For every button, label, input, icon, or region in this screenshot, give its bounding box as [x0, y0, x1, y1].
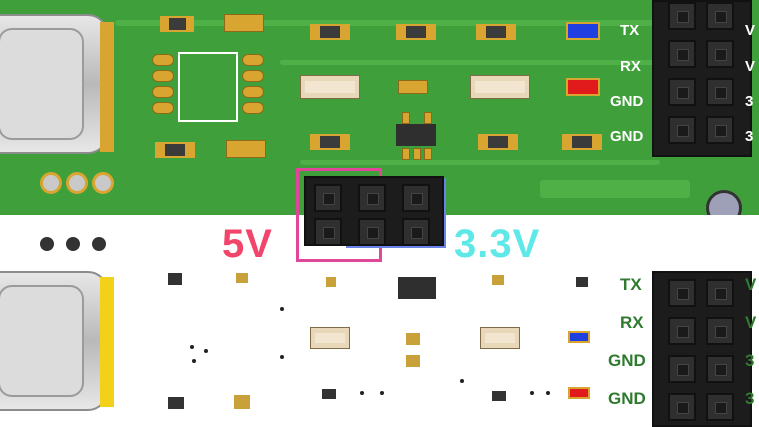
led-red	[566, 78, 600, 96]
resistor	[562, 134, 602, 150]
hole	[92, 237, 106, 251]
pad	[242, 70, 264, 82]
component	[234, 395, 250, 409]
capacitor	[310, 327, 350, 349]
component	[236, 273, 248, 283]
led-blue	[566, 22, 600, 40]
pin-label-gnd: GND	[610, 128, 644, 145]
jumper-header[interactable]	[304, 176, 444, 246]
component	[168, 397, 184, 409]
trace	[300, 160, 660, 165]
label-5v: 5V	[222, 222, 273, 266]
pad	[398, 80, 428, 94]
pin-suffix: 3	[745, 128, 754, 145]
capacitor	[480, 327, 520, 349]
ic-chip	[396, 124, 436, 146]
pin-label-tx: TX	[620, 275, 642, 294]
usb-c-connector	[0, 14, 108, 154]
pin	[424, 112, 432, 124]
usb-pins	[100, 277, 114, 407]
resistor	[476, 24, 516, 40]
pin-header-top	[652, 0, 752, 157]
pin-label-rx: RX	[620, 58, 641, 75]
pin-suffix: V	[745, 58, 756, 75]
pad	[242, 54, 264, 66]
pad	[152, 102, 174, 114]
pin-label-gnd: GND	[608, 351, 646, 370]
pin-label-gnd: GND	[608, 389, 646, 408]
pin-label-gnd: GND	[610, 93, 644, 110]
usb-c-connector	[0, 271, 108, 411]
pad	[242, 86, 264, 98]
pad	[152, 54, 174, 66]
trace	[540, 180, 690, 198]
resistor	[478, 134, 518, 150]
capacitor	[300, 75, 360, 99]
pin-suffix: 3	[745, 389, 755, 408]
component	[168, 273, 182, 285]
trace	[280, 60, 660, 65]
pin-suffix: V	[745, 22, 756, 39]
led-blue	[568, 331, 590, 343]
pad	[224, 14, 264, 32]
pad	[226, 140, 266, 158]
component	[322, 389, 336, 399]
pin-label-tx: TX	[620, 22, 640, 39]
resistor	[160, 16, 194, 32]
pin	[402, 112, 410, 124]
pin-suffix: 3	[745, 351, 755, 370]
hole	[66, 237, 80, 251]
usb-pins	[100, 22, 114, 152]
component	[492, 275, 504, 285]
hole	[40, 172, 62, 194]
led-red	[568, 387, 590, 399]
ic-chip	[398, 277, 436, 299]
component	[576, 277, 588, 287]
pad	[242, 102, 264, 114]
pin-header-bottom	[652, 271, 752, 427]
component	[406, 333, 420, 345]
pin-label-rx: RX	[620, 313, 644, 332]
component	[326, 277, 336, 287]
pcb-board-green: TX RX GND GND V V 3 3	[0, 0, 759, 226]
pin	[424, 148, 432, 160]
silk-outline	[178, 52, 238, 122]
pin	[413, 148, 421, 160]
pin-suffix: V	[745, 275, 757, 294]
component	[406, 355, 420, 367]
label-3v3: 3.3V	[454, 222, 541, 266]
pin	[402, 148, 410, 160]
trace	[115, 20, 675, 26]
pad	[152, 86, 174, 98]
component	[492, 391, 506, 401]
pad	[152, 70, 174, 82]
resistor	[396, 24, 436, 40]
hole	[66, 172, 88, 194]
pin-suffix: 3	[745, 93, 754, 110]
pin-suffix: V	[745, 313, 757, 332]
hole	[40, 237, 54, 251]
capacitor	[470, 75, 530, 99]
resistor	[310, 24, 350, 40]
hole	[92, 172, 114, 194]
resistor	[155, 142, 195, 158]
resistor	[310, 134, 350, 150]
